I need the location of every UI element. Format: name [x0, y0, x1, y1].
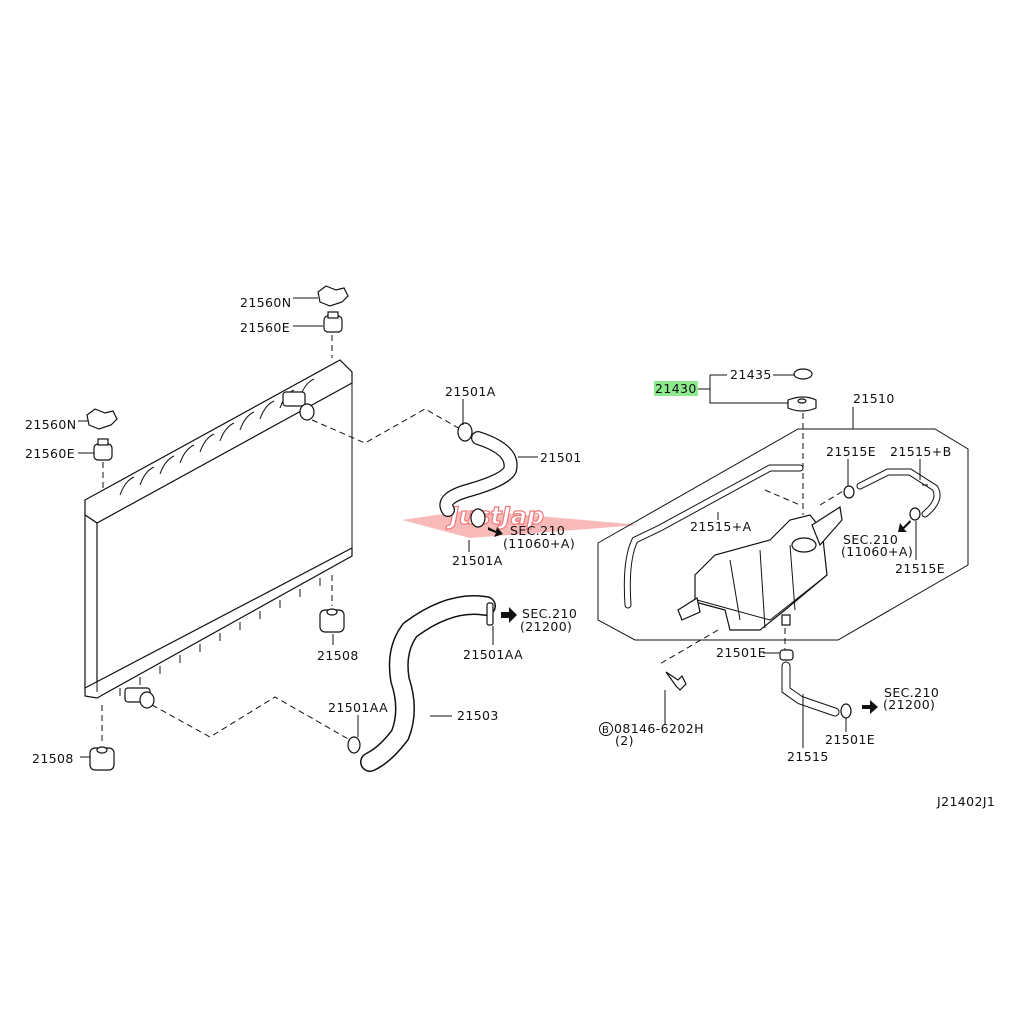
label-21515: 21515	[787, 749, 829, 764]
sec-ref-reservoir-upper: SEC.210	[843, 532, 898, 547]
mount-clip-left-icon	[86, 408, 118, 430]
cap-seal-icon	[793, 368, 813, 380]
arrow-icon	[488, 527, 503, 537]
arrow-icon	[862, 700, 878, 714]
label-21503: 21503	[457, 708, 499, 723]
mount-bush-left-icon	[93, 438, 113, 461]
arrow-icon	[501, 607, 517, 623]
label-21508-right: 21508	[317, 648, 359, 663]
bottom-hose	[781, 661, 840, 717]
label-21501: 21501	[540, 450, 582, 465]
hose-b	[856, 468, 941, 518]
sec-ref-upper-hose: SEC.210	[510, 523, 565, 538]
label-21430[interactable]: 21430	[655, 381, 697, 396]
clamp-icon	[457, 422, 473, 442]
reservoir-cap-icon	[787, 396, 817, 412]
clamp-icon	[347, 736, 361, 754]
label-bolt-qty: (2)	[615, 733, 634, 748]
reservoir-tank	[677, 505, 843, 631]
label-21515A: 21515+A	[690, 519, 752, 534]
diagram-id: J21402J1	[936, 794, 995, 809]
label-21560E-left: 21560E	[25, 446, 75, 461]
sec-ref-lower-hose: SEC.210	[522, 606, 577, 621]
hose-a	[623, 464, 804, 609]
bolt-marker-circle	[599, 722, 613, 736]
label-21435: 21435	[730, 367, 772, 382]
label-21560N-left: 21560N	[25, 417, 77, 432]
mount-clip-top-icon	[317, 285, 349, 307]
upper-hose	[439, 431, 518, 517]
svg-text:JustJap: JustJap	[446, 502, 544, 530]
label-21501AA-right: 21501AA	[463, 647, 523, 662]
label-21501E-top: 21501E	[716, 645, 766, 660]
clamp-icon	[486, 602, 494, 626]
sec-sub-lower-hose: (21200)	[520, 619, 572, 634]
radiator	[84, 359, 353, 709]
label-21515E-top: 21515E	[826, 444, 876, 459]
clamp-icon	[470, 508, 486, 528]
label-21515B: 21515+B	[890, 444, 952, 459]
highlight-21430	[654, 381, 698, 396]
lower-hose	[360, 595, 496, 772]
label-bolt: 08146-6202H	[614, 721, 704, 736]
sec-sub-reservoir-upper: (11060+A)	[841, 544, 913, 559]
sec-sub-reservoir-lower: (21200)	[883, 697, 935, 712]
bolt-marker: B	[602, 725, 609, 736]
lower-mount-right-icon	[319, 608, 345, 633]
reservoir-assembly-outline	[597, 428, 969, 641]
label-21501E-bottom: 21501E	[825, 732, 875, 747]
clamp-icon	[840, 703, 852, 719]
sec-sub-upper-hose: (11060+A)	[503, 536, 575, 551]
label-21515E-right: 21515E	[895, 561, 945, 576]
label-21560N-top: 21560N	[240, 295, 292, 310]
label-21508-left: 21508	[32, 751, 74, 766]
clamp-icon	[843, 485, 855, 499]
label-21510: 21510	[853, 391, 895, 406]
bolt-icon	[665, 671, 687, 691]
label-21501A-top: 21501A	[445, 384, 496, 399]
sec-ref-reservoir-lower: SEC.210	[884, 685, 939, 700]
lower-mount-left-icon	[89, 746, 115, 771]
clamp-icon	[779, 649, 794, 661]
watermark-logo: JustJap	[402, 501, 640, 538]
mount-bush-top-icon	[323, 311, 343, 333]
label-21501AA-left: 21501AA	[328, 700, 388, 715]
clamp-icon	[909, 507, 921, 521]
label-21560E-top: 21560E	[240, 320, 290, 335]
arrow-icon	[898, 520, 911, 532]
label-21501A-bottom: 21501A	[452, 553, 503, 568]
